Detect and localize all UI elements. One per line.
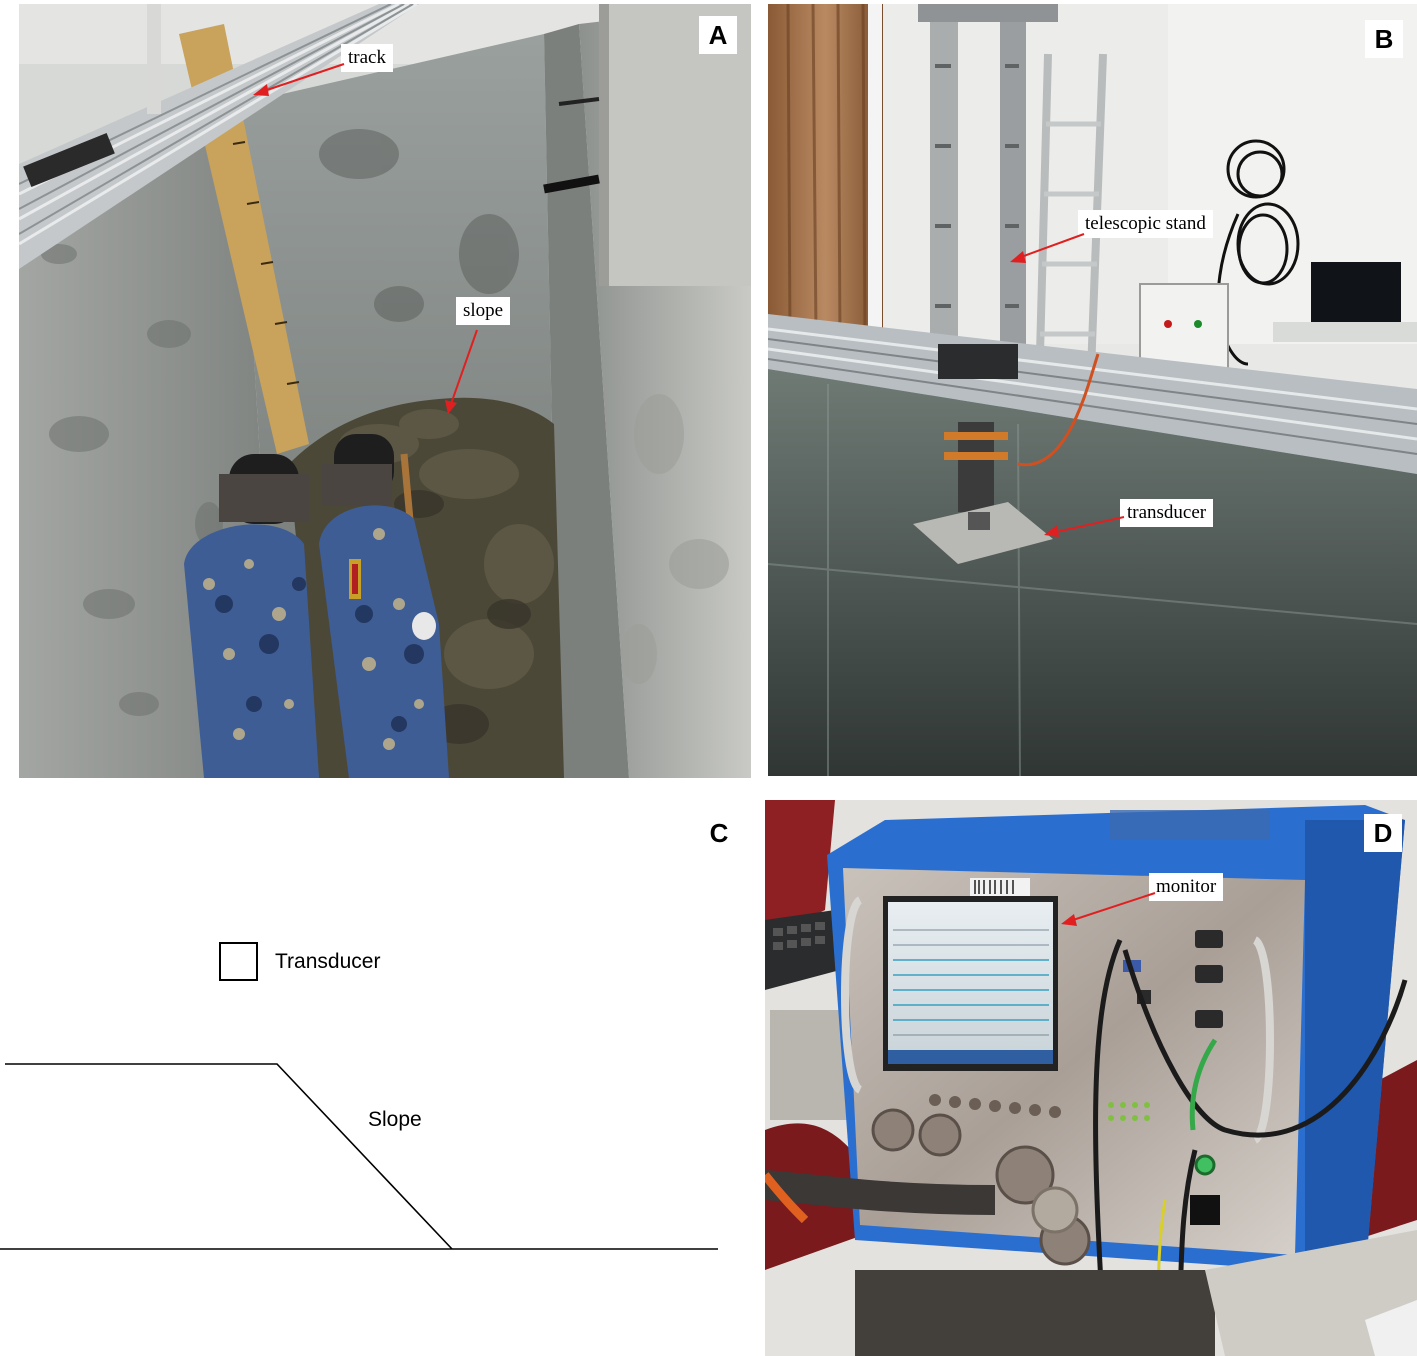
slope-diagram (0, 942, 718, 1250)
photo-panel-a: A track slope (19, 4, 751, 778)
photo-panel-b: B telescopic stand transducer (768, 4, 1417, 776)
slope-profile-line (5, 1063, 453, 1250)
panel-letter-d: D (1364, 814, 1402, 852)
diagram-panel-c: C Transducer Slope (0, 796, 760, 1356)
panel-letter-c: C (700, 814, 738, 852)
diagram-label-slope: Slope (368, 1108, 422, 1131)
label-slope: slope (456, 297, 511, 325)
transducer-box (219, 942, 258, 981)
label-monitor: monitor (1149, 873, 1224, 901)
photo-telescopic-stand (768, 4, 1417, 776)
photo-monitoring-instrument (765, 800, 1417, 1356)
panel-letter-b: B (1365, 20, 1403, 58)
label-telescopic-stand: telescopic stand (1078, 210, 1213, 238)
label-track: track (341, 44, 393, 72)
photo-panel-d: D monitor (765, 800, 1417, 1356)
panel-letter-a: A (699, 16, 737, 54)
diagram-label-transducer: Transducer (275, 950, 381, 973)
label-transducer-photo: transducer (1120, 499, 1214, 527)
photo-trench-filling (19, 4, 751, 778)
